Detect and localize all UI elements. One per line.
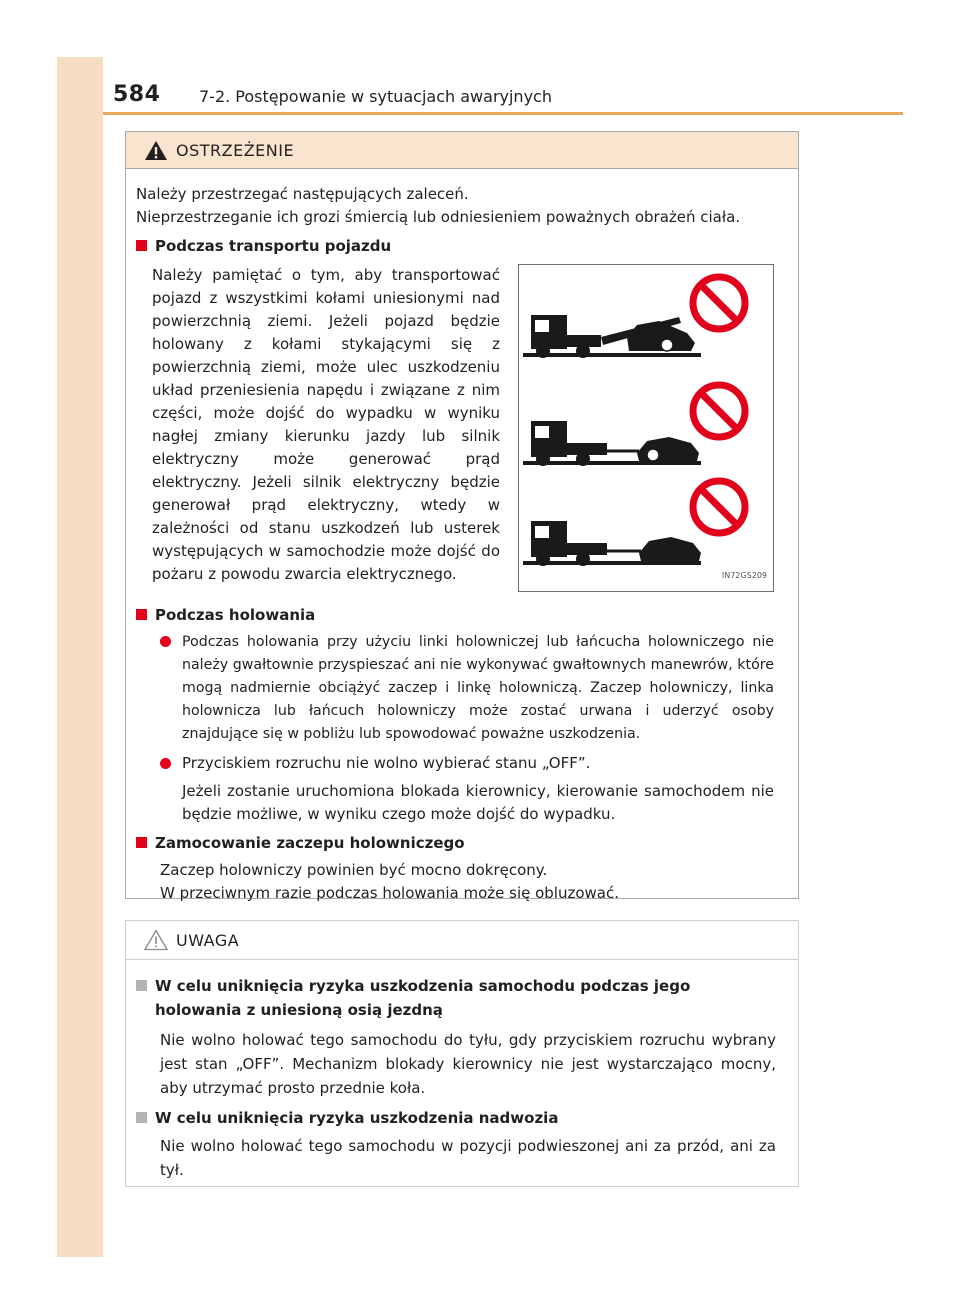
towing-heading: Podczas holowania <box>136 604 774 627</box>
warning-box: OSTRZEŻENIE Należy przestrzegać następuj… <box>125 131 799 902</box>
header-rule <box>103 112 903 115</box>
caution-item-2-text: Nie wolno holować tego samochodu w pozyc… <box>160 1137 776 1179</box>
round-bullet-icon <box>160 758 171 769</box>
towing-illustration: IN72GS209 <box>518 264 774 592</box>
image-code: IN72GS209 <box>721 571 767 580</box>
square-bullet-icon <box>136 240 147 251</box>
tow-truck-prohibited-icon <box>523 273 749 566</box>
transport-heading: Podczas transportu pojazdu <box>136 235 774 258</box>
square-bullet-icon <box>136 609 147 620</box>
page-number: 584 <box>113 82 161 107</box>
square-bullet-icon <box>136 837 147 848</box>
square-bullet-icon <box>136 1112 147 1123</box>
caution-triangle-icon <box>144 929 168 951</box>
transport-section: Należy pamiętać o tym, aby transportować… <box>136 264 774 592</box>
warning-title: OSTRZEŻENIE <box>176 141 295 160</box>
warning-intro-1: Należy przestrzegać następujących zalece… <box>136 185 469 203</box>
caution-header: UWAGA <box>126 921 798 960</box>
warning-intro-2: Nieprzestrzeganie ich grozi śmiercią lub… <box>136 208 741 226</box>
towing-bullet-1: Podczas holowania przy użyciu linki holo… <box>160 631 774 746</box>
caution-body: W celu uniknięcia ryzyka uszkodzenia sam… <box>126 960 798 1182</box>
hook-line-2: W przeciwnym razie podczas holowania moż… <box>160 884 620 902</box>
warning-header: OSTRZEŻENIE <box>126 132 798 169</box>
hook-line-1: Zaczep holowniczy powinien być mocno dok… <box>160 861 548 879</box>
warning-triangle-icon <box>145 141 167 160</box>
caution-item-1-text: Nie wolno holować tego samochodu do tyłu… <box>160 1031 776 1097</box>
round-bullet-icon <box>160 636 171 647</box>
caution-item-1-heading: W celu uniknięcia ryzyka uszkodzenia sam… <box>136 974 776 1022</box>
towing-bullet-2-follow: Jeżeli zostanie uruchomiona blokada kier… <box>182 782 774 823</box>
side-strip <box>57 57 103 1257</box>
caution-box: UWAGA W celu uniknięcia ryzyka uszkodzen… <box>125 920 799 1187</box>
transport-text: Należy pamiętać o tym, aby transportować… <box>152 266 500 583</box>
hook-heading: Zamocowanie zaczepu holowniczego <box>136 832 774 855</box>
warning-body: Należy przestrzegać następujących zalece… <box>126 169 798 905</box>
caution-item-2-heading: W celu uniknięcia ryzyka uszkodzenia nad… <box>136 1106 776 1130</box>
towing-bullet-2: Przyciskiem rozruchu nie wolno wybierać … <box>160 752 774 776</box>
page-header: 584 7-2. Postępowanie w sytuacjach awary… <box>113 82 903 110</box>
caution-title: UWAGA <box>176 931 240 950</box>
section-title: 7-2. Postępowanie w sytuacjach awaryjnyc… <box>199 87 552 106</box>
square-bullet-icon <box>136 980 147 991</box>
